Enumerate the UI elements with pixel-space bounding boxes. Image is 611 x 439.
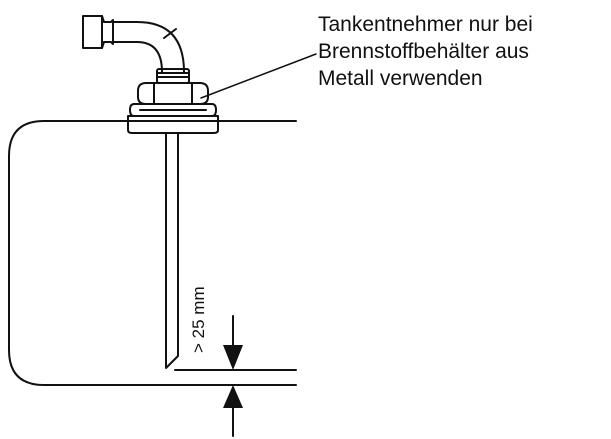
dimension-arrowhead-down <box>223 345 243 370</box>
hose-nozzle <box>82 15 114 49</box>
seal-flange <box>127 115 219 134</box>
hex-nut <box>137 82 209 105</box>
elbow-pipe <box>112 21 185 73</box>
dimension-arrowhead-up <box>223 385 243 408</box>
callout-text-line-2: Brennstoffbehälter aus <box>318 40 529 63</box>
suction-pipe <box>165 132 179 369</box>
callout-text-line-3: Metall verwenden <box>318 67 483 90</box>
clearance-dimension-label: > 25 mm <box>189 286 208 353</box>
callout-leader-line <box>200 53 317 99</box>
elbow-seam <box>163 28 177 39</box>
tank-outline <box>8 120 297 386</box>
callout-text-line-1: Tankentnehmer nur bei <box>318 13 533 36</box>
